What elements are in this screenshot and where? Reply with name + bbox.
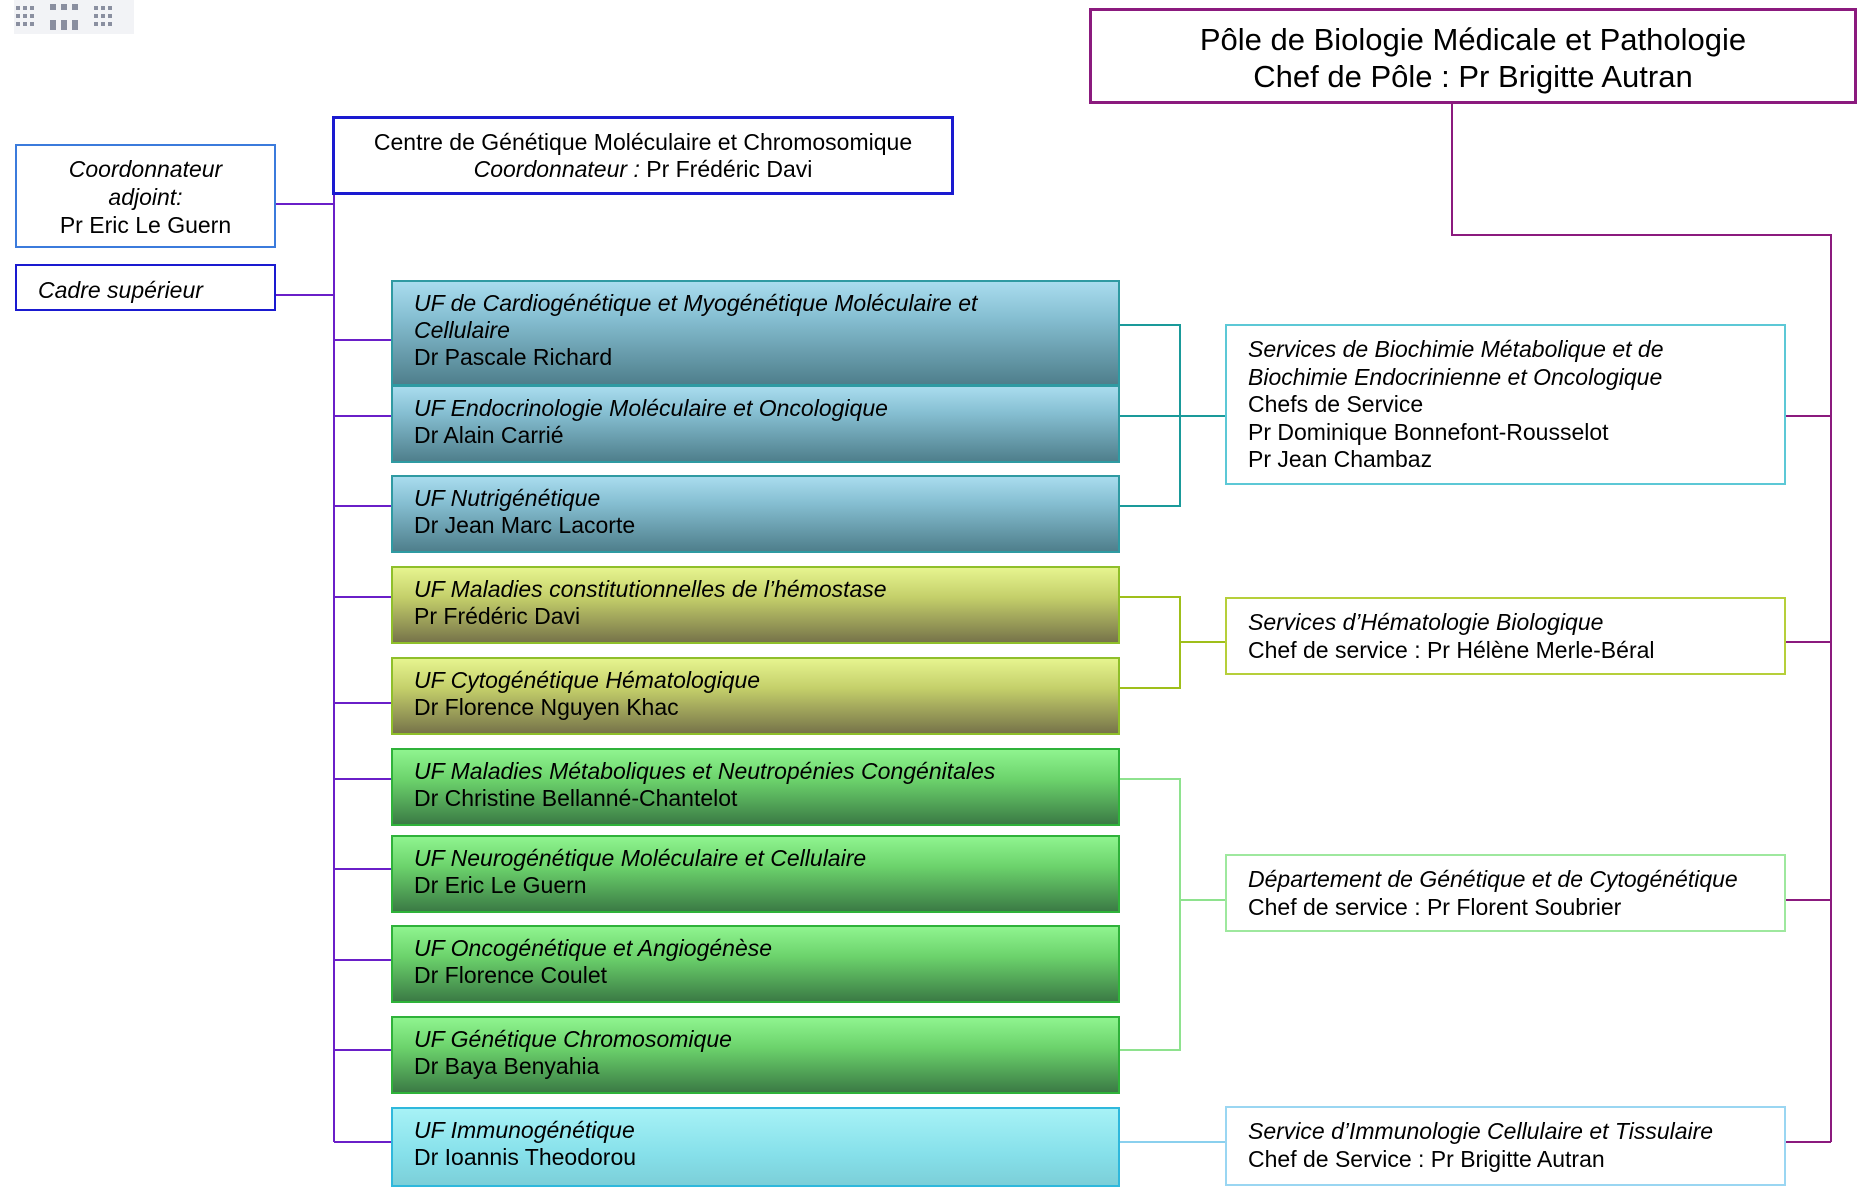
uf-box-cardiogenetique: UF de Cardiogénétique et Myogénétique Mo… xyxy=(391,280,1120,386)
coordinator-deputy-label2: adjoint: xyxy=(108,184,183,210)
pole-connectors xyxy=(1451,104,1832,1143)
uf-head: Dr Pascale Richard xyxy=(414,344,613,370)
uf-title: UF Génétique Chromosomique xyxy=(414,1026,732,1052)
centre-title: Centre de Génétique Moléculaire et Chrom… xyxy=(373,129,913,155)
uf-head: Pr Frédéric Davi xyxy=(414,603,581,629)
service-title: Services d’Hématologie Biologique xyxy=(1248,609,1604,635)
uf-title: UF Maladies Métaboliques et Neutropénies… xyxy=(414,758,996,784)
pole-chief: Chef de Pôle : Pr Brigitte Autran xyxy=(1253,59,1693,94)
cadre-label: Cadre supérieur xyxy=(38,277,203,303)
uf-box-cytogenetique: UF Cytogénétique Hématologique Dr Floren… xyxy=(391,657,1120,735)
service-line: Pr Jean Chambaz xyxy=(1248,446,1433,472)
hospital-logo-icon xyxy=(14,0,134,34)
centre-spine xyxy=(276,195,391,1143)
service-title: Services de Biochimie Métabolique et de xyxy=(1248,336,1664,362)
uf-title-cont: Cellulaire xyxy=(414,317,510,343)
uf-box-genetique-chromosomique: UF Génétique Chromosomique Dr Baya Benya… xyxy=(391,1016,1120,1094)
uf-box-maladies-metaboliques: UF Maladies Métaboliques et Neutropénies… xyxy=(391,748,1120,826)
service-box-genetique: Département de Génétique et de Cytogénét… xyxy=(1225,854,1786,932)
uf-title: UF Neurogénétique Moléculaire et Cellula… xyxy=(414,845,867,871)
service-title-cont: Biochimie Endocrinienne et Oncologique xyxy=(1248,363,1663,390)
uf-box-immunogenetique: UF Immunogénétique Dr Ioannis Theodorou xyxy=(391,1107,1120,1187)
uf-head: Dr Baya Benyahia xyxy=(414,1053,600,1079)
uf-box-hemostase: UF Maladies constitutionnelles de l’hémo… xyxy=(391,566,1120,644)
hematologie-bracket xyxy=(1120,596,1225,689)
uf-title: UF de Cardiogénétique et Myogénétique Mo… xyxy=(414,290,978,316)
uf-head: Dr Jean Marc Lacorte xyxy=(414,512,636,538)
service-title: Département de Génétique et de Cytogénét… xyxy=(1248,866,1738,892)
coordinator-deputy-name: Pr Eric Le Guern xyxy=(59,212,232,238)
cadre-box: Cadre supérieur xyxy=(15,264,276,311)
uf-box-endocrinologie: UF Endocrinologie Moléculaire et Oncolog… xyxy=(391,385,1120,463)
coordinator-deputy-box: Coordonnateur adjoint: Pr Eric Le Guern xyxy=(15,144,276,248)
uf-title: UF Immunogénétique xyxy=(414,1117,635,1143)
service-line: Chef de Service : Pr Brigitte Autran xyxy=(1248,1145,1605,1172)
uf-head: Dr Eric Le Guern xyxy=(414,872,587,898)
uf-title: UF Maladies constitutionnelles de l’hémo… xyxy=(414,576,887,602)
uf-head: Dr Florence Nguyen Khac xyxy=(414,694,679,720)
centre-coordinator-name: Pr Frédéric Davi xyxy=(639,156,813,182)
uf-head: Dr Ioannis Theodorou xyxy=(414,1144,637,1170)
biochimie-bracket xyxy=(1120,324,1225,507)
service-box-hematologie: Services d’Hématologie Biologique Chef d… xyxy=(1225,597,1786,675)
uf-title: UF Oncogénétique et Angiogénèse xyxy=(414,935,773,961)
centre-coordinator: Coordonnateur : Pr Frédéric Davi xyxy=(335,156,951,183)
service-line: Pr Dominique Bonnefont-Rousselot xyxy=(1248,418,1609,445)
pole-title: Pôle de Biologie Médicale et Pathologie xyxy=(1199,22,1747,57)
uf-head: Dr Christine Bellanné-Chantelot xyxy=(414,785,738,811)
uf-head: Dr Alain Carrié xyxy=(414,422,564,448)
uf-box-nutrigenetique: UF Nutrigénétique Dr Jean Marc Lacorte xyxy=(391,475,1120,553)
uf-title: UF Nutrigénétique xyxy=(414,485,601,511)
pole-box: Pôle de Biologie Médicale et Pathologie … xyxy=(1089,8,1857,104)
service-box-immunologie: Service d’Immunologie Cellulaire et Tiss… xyxy=(1225,1106,1786,1186)
centre-coordinator-label: Coordonnateur : xyxy=(473,156,640,182)
centre-box: Centre de Génétique Moléculaire et Chrom… xyxy=(332,116,954,195)
coordinator-deputy-label1: Coordonnateur xyxy=(68,156,223,182)
uf-box-oncogenetique: UF Oncogénétique et Angiogénèse Dr Flore… xyxy=(391,925,1120,1003)
service-line: Chef de service : Pr Florent Soubrier xyxy=(1248,893,1622,920)
uf-head: Dr Florence Coulet xyxy=(414,962,608,988)
service-line: Chef de service : Pr Hélène Merle-Béral xyxy=(1248,636,1655,663)
service-line: Chefs de Service xyxy=(1248,391,1424,417)
uf-box-neurogenetique: UF Neurogénétique Moléculaire et Cellula… xyxy=(391,835,1120,913)
genetique-bracket xyxy=(1120,778,1225,1051)
uf-title: UF Cytogénétique Hématologique xyxy=(414,667,761,693)
service-box-biochimie: Services de Biochimie Métabolique et de … xyxy=(1225,324,1786,485)
uf-title: UF Endocrinologie Moléculaire et Oncolog… xyxy=(414,395,888,421)
service-title: Service d’Immunologie Cellulaire et Tiss… xyxy=(1248,1118,1714,1144)
